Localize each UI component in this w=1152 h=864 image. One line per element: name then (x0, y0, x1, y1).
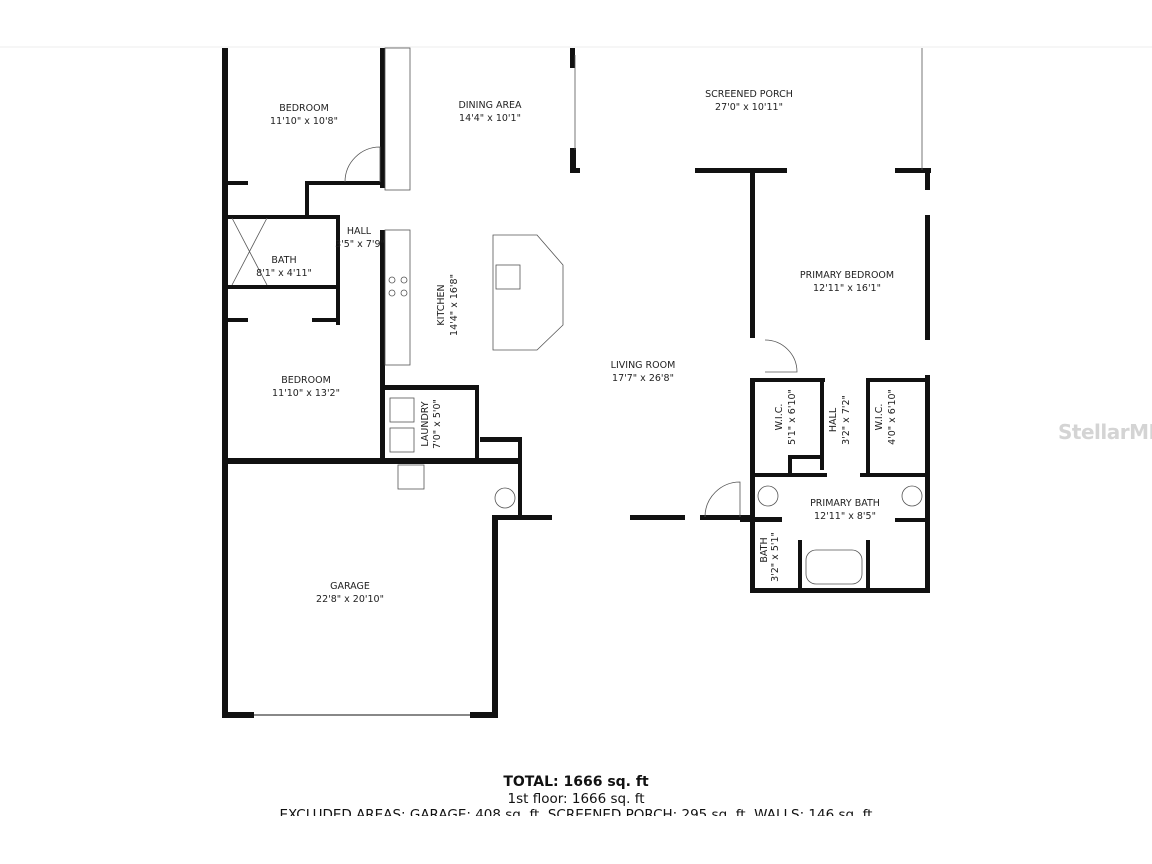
room-size: 14'4" x 16'8" (449, 274, 460, 336)
fixtures (231, 47, 923, 716)
room-label: SCREENED PORCH (705, 89, 793, 100)
floor-area: 1st floor: 1666 sq. ft (507, 791, 645, 807)
room-size: 11'10" x 13'2" (272, 388, 340, 399)
room-label: DINING AREA (458, 100, 522, 111)
room-label: LIVING ROOM (611, 360, 676, 371)
room-label: KITCHEN (436, 284, 447, 325)
room-label: BATH (271, 255, 296, 266)
room-label: BEDROOM (281, 375, 331, 386)
room-size: 3'2" x 7'2" (841, 395, 852, 445)
room-label: GARAGE (330, 581, 370, 592)
room-labels: BEDROOM 11'10" x 10'8" DINING AREA 14'4"… (256, 89, 898, 605)
room-size: 11'10" x 10'8" (270, 116, 338, 127)
room-label: W.I.C. (774, 404, 785, 431)
watermark: StellarMLS (1058, 420, 1152, 444)
room-label: W.I.C. (874, 404, 885, 431)
room-label: BATH (759, 537, 770, 562)
room-size: 12'11" x 8'5" (814, 511, 876, 522)
room-size: 12'11" x 16'1" (813, 283, 881, 294)
room-size: 7'0" x 5'0" (432, 399, 443, 449)
room-label: PRIMARY BATH (810, 498, 880, 509)
room-label: PRIMARY BEDROOM (800, 270, 894, 281)
kitchen-island (492, 234, 564, 351)
room-size: 22'8" x 20'10" (316, 594, 384, 605)
room-size: 3'5" x 7'9" (335, 239, 385, 250)
room-label: HALL (828, 407, 839, 432)
walls (222, 48, 931, 718)
room-size: 3'2" x 5'1" (770, 532, 781, 582)
room-size: 4'0" x 6'10" (887, 389, 898, 445)
room-label: LAUNDRY (420, 401, 431, 446)
total-area: TOTAL: 1666 sq. ft (503, 774, 649, 790)
room-size: 14'4" x 10'1" (459, 113, 521, 124)
excluded-areas: EXCLUDED AREAS: GARAGE: 408 sq. ft, SCRE… (279, 807, 873, 816)
room-size: 17'7" x 26'8" (612, 373, 674, 384)
room-label: BEDROOM (279, 103, 329, 114)
room-size: 27'0" x 10'11" (715, 102, 783, 113)
room-label: HALL (347, 226, 372, 237)
room-size: 8'1" x 4'11" (256, 268, 312, 279)
room-size: 5'1" x 6'10" (787, 389, 798, 445)
